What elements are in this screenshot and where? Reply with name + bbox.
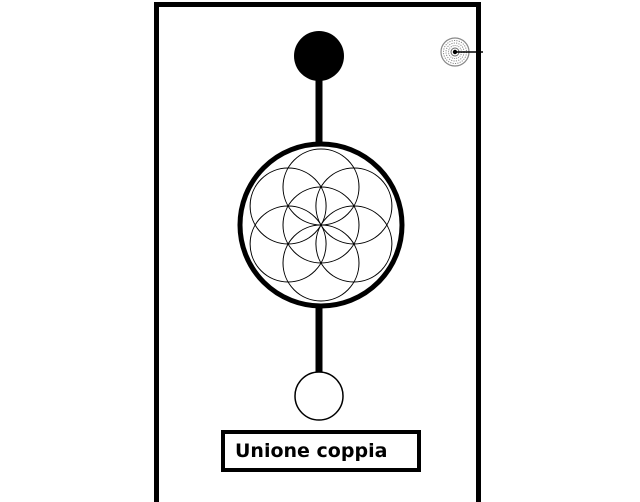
- card-caption: Unione coppia: [235, 440, 388, 462]
- spiral-target-icon: [440, 37, 483, 67]
- caption-box: Unione coppia: [221, 430, 421, 472]
- top-filled-circle-icon: [294, 31, 344, 81]
- bottom-hollow-circle-icon: [294, 371, 344, 421]
- card-artwork: [237, 31, 483, 421]
- flower-of-life-icon: [237, 141, 405, 309]
